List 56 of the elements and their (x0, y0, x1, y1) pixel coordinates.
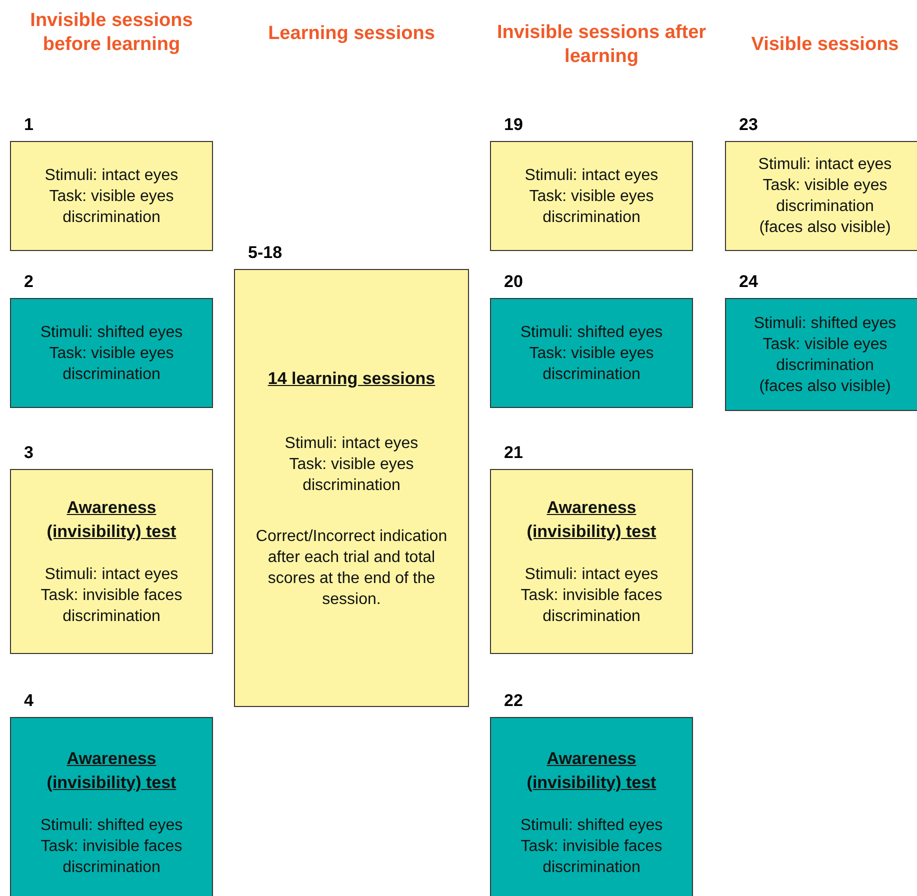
column-heading: Visible sessions (750, 33, 900, 57)
box-text: Stimuli: intact eyes (524, 565, 658, 585)
box-text: Stimuli: intact eyes (44, 565, 178, 585)
column-heading: Invisible sessions before learning (29, 9, 194, 57)
box-text: Task: visible eyes discrimination (762, 334, 888, 376)
box-text: (faces also visible) (759, 376, 891, 396)
box-heading: Awareness (invisibility) test (46, 748, 178, 794)
box-text: Task: invisible faces discrimination (520, 836, 664, 878)
session-box (490, 469, 693, 654)
session-box (725, 298, 917, 411)
session-box (10, 469, 213, 654)
session-box (234, 269, 469, 707)
box-text: Task: visible eyes discrimination (288, 454, 415, 496)
box-heading: Awareness (invisibility) test (526, 748, 658, 794)
session-box (10, 298, 213, 408)
box-text: Stimuli: intact eyes (284, 434, 418, 454)
session-number: 5-18 (248, 243, 282, 263)
box-text: Task: visible eyes discrimination (48, 344, 175, 384)
box-text: (faces also visible) (759, 218, 891, 238)
session-number: 24 (739, 272, 758, 292)
box-text: Stimuli: shifted eyes (520, 816, 663, 836)
box-text: Task: invisible faces discrimination (40, 586, 184, 627)
box-text: Stimuli: shifted eyes (40, 322, 183, 342)
session-box (10, 717, 213, 896)
box-text: Task: invisible faces discrimination (40, 836, 184, 878)
session-number: 23 (739, 115, 758, 135)
column-heading: Learning sessions (267, 22, 436, 46)
box-text: Stimuli: shifted eyes (40, 816, 183, 836)
box-text: Task: visible eyes discrimination (762, 176, 888, 217)
box-text: Stimuli: shifted eyes (520, 322, 663, 342)
session-number: 20 (504, 272, 523, 292)
column-heading: Invisible sessions after learning (496, 21, 708, 69)
box-text: Stimuli: intact eyes (44, 166, 178, 186)
box-heading: Awareness (invisibility) test (526, 497, 658, 543)
box-text: Correct/Incorrect indication after each trial and total scores at the end of the session. (254, 526, 448, 610)
box-text: Stimuli: intact eyes (758, 155, 892, 175)
session-number: 22 (504, 691, 523, 711)
session-box (10, 141, 213, 251)
session-box (490, 141, 693, 251)
box-text: Stimuli: shifted eyes (754, 314, 896, 334)
session-box (725, 141, 917, 251)
session-number: 4 (24, 691, 34, 711)
box-heading: Awareness (invisibility) test (46, 497, 178, 543)
box-heading: 14 learning sessions (268, 368, 436, 390)
session-number: 19 (504, 115, 523, 135)
session-number: 3 (24, 443, 34, 463)
session-box (490, 298, 693, 408)
box-text: Task: visible eyes discrimination (528, 186, 655, 228)
session-number: 1 (24, 115, 34, 135)
box-text: Task: invisible faces discrimination (520, 586, 664, 627)
session-number: 2 (24, 272, 34, 292)
session-number: 21 (504, 443, 523, 463)
box-text: Task: visible eyes discrimination (528, 344, 655, 384)
box-text: Task: visible eyes discrimination (48, 186, 175, 228)
session-box (490, 717, 693, 896)
box-text: Stimuli: intact eyes (524, 166, 658, 186)
